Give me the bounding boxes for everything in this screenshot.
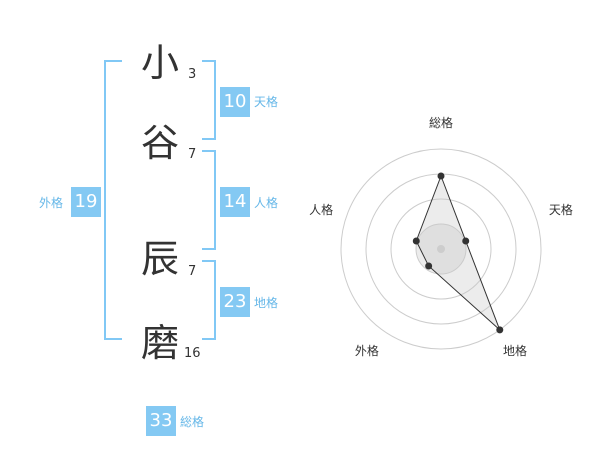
radar-point-5 [412,237,420,245]
tenkaku-value-badge: 10 [220,87,250,117]
name-char-3: 辰 [141,237,180,281]
jinkaku-label: 人格 [254,196,279,210]
radar-axis-label-1: 総格 [429,115,453,130]
name-char-2: 谷 [141,121,180,165]
soukaku-value-badge: 33 [146,406,176,436]
radar-point-4 [425,262,433,270]
radar-point-2 [462,237,470,245]
soukaku-label: 総格 [180,415,205,429]
stroke-count-3: 7 [188,264,197,279]
stroke-count-1: 3 [188,67,197,82]
chikaku-label: 地格 [254,296,279,310]
radar-point-1 [437,172,445,180]
chikaku-value-badge: 23 [220,287,250,317]
name-char-1: 小 [141,41,180,85]
gaikaku-value-badge: 19 [71,187,101,217]
stroke-count-4: 16 [184,346,201,361]
tenkaku-bracket [202,60,216,140]
radar-ring-2 [390,198,492,300]
gaikaku-label: 外格 [39,196,64,210]
gaikaku-bracket [104,60,122,340]
radar-center-dot [437,245,445,253]
radar-axis-label-3: 地格 [503,343,527,358]
radar-axis-label-2: 天格 [549,202,573,217]
tenkaku-label: 天格 [254,95,279,109]
chikaku-bracket [202,260,216,340]
radar-data-polygon [415,174,501,331]
radar-axis-label-4: 外格 [355,343,379,358]
radar-point-3 [496,326,504,334]
jinkaku-bracket [202,150,216,250]
radar-axis-label-5: 人格 [309,202,333,217]
stroke-count-2: 7 [188,147,197,162]
jinkaku-value-badge: 14 [220,187,250,217]
name-char-4: 磨 [141,321,180,365]
